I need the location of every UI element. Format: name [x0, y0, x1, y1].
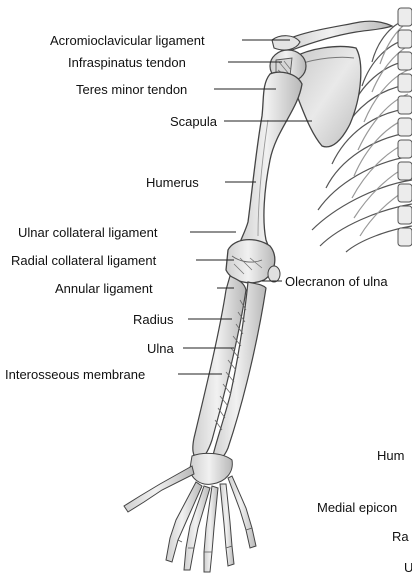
label-partial-u: U [404, 560, 412, 575]
label-acromioclavicular-ligament: Acromioclavicular ligament [50, 33, 205, 48]
label-humerus: Humerus [146, 175, 199, 190]
label-partial-ra: Ra [392, 529, 409, 544]
label-teres-minor-tendon: Teres minor tendon [76, 82, 187, 97]
label-olecranon-of-ulna: Olecranon of ulna [285, 274, 388, 289]
label-radius: Radius [133, 312, 173, 327]
label-ulnar-collateral-ligament: Ulnar collateral ligament [18, 225, 157, 240]
label-partial-medial-epicon: Medial epicon [317, 500, 397, 515]
label-ulna: Ulna [147, 341, 174, 356]
label-scapula: Scapula [170, 114, 217, 129]
humerus-bone [238, 72, 302, 262]
elbow-joint [226, 240, 280, 283]
label-infraspinatus-tendon: Infraspinatus tendon [68, 55, 186, 70]
hand-bones [124, 453, 256, 572]
spine [398, 8, 412, 246]
label-annular-ligament: Annular ligament [55, 281, 153, 296]
label-interosseous-membrane: Interosseous membrane [5, 367, 145, 382]
clavicle [282, 21, 392, 50]
label-radial-collateral-ligament: Radial collateral ligament [11, 253, 156, 268]
label-partial-hum: Hum [377, 448, 404, 463]
